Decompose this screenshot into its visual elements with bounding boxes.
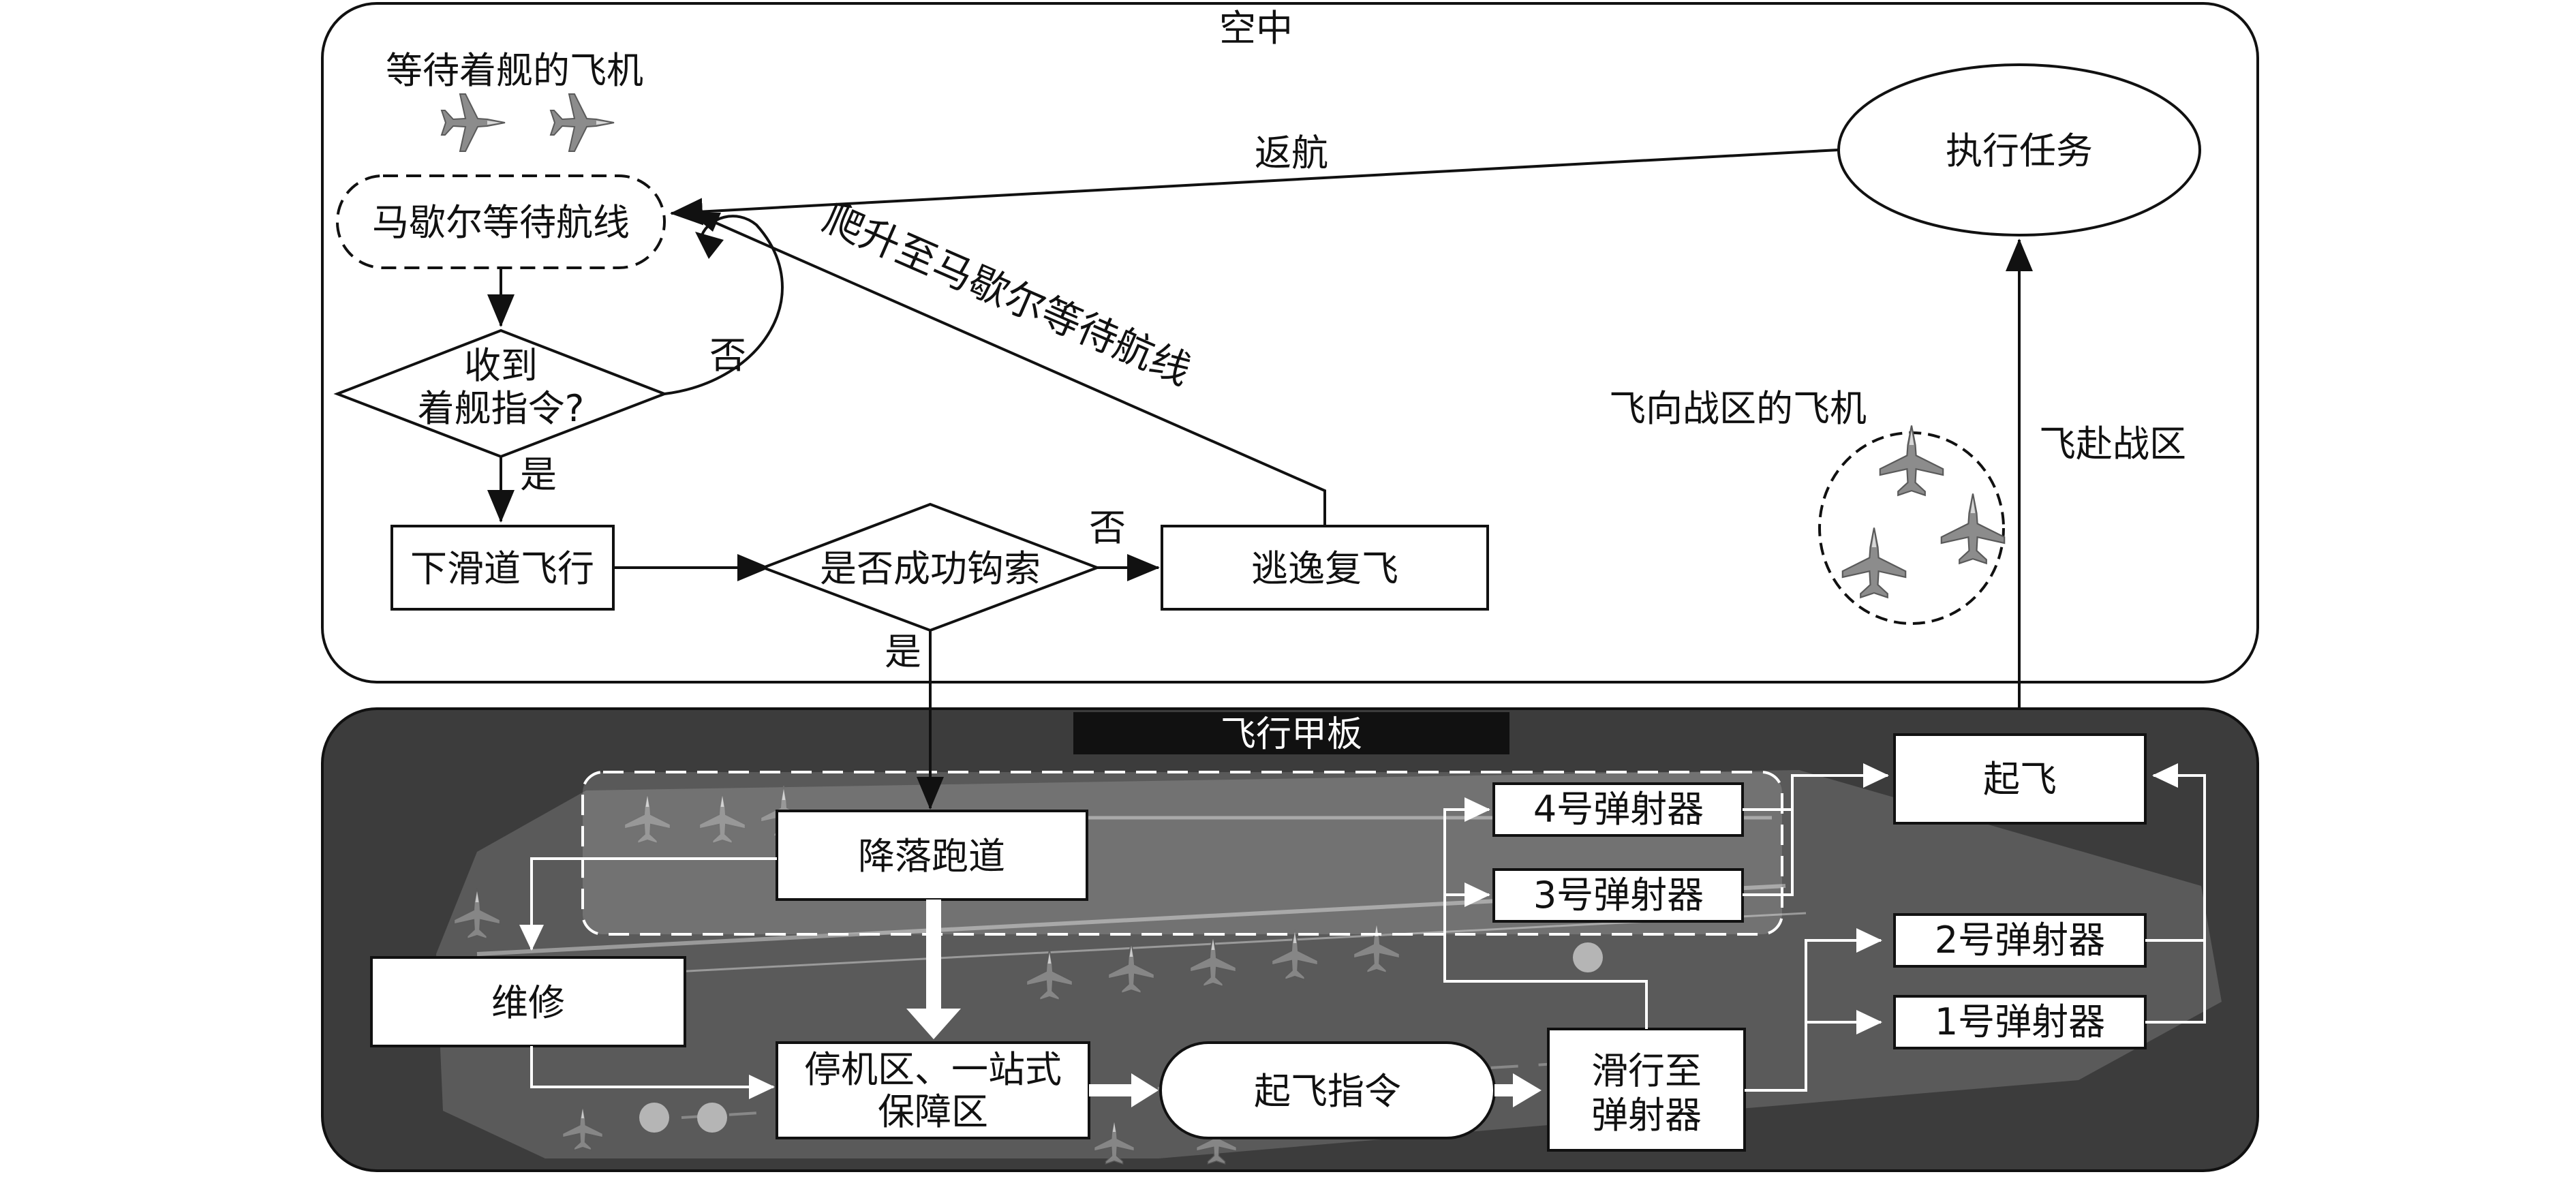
execute-mission-label: 执行任务	[1946, 129, 2093, 172]
parking-label-line1: 停机区、一站式	[804, 1048, 1062, 1091]
arrow-no-loop-head	[695, 232, 724, 259]
landing-runway-node	[776, 810, 1088, 901]
catapult-1-label: 1号弹射器	[1935, 1000, 2105, 1043]
decision-landing-order-line2: 着舰指令?	[418, 387, 585, 430]
takeoff-label: 起飞	[1983, 758, 2057, 801]
glide-path-node	[390, 525, 615, 611]
launch-order-label: 起飞指令	[1254, 1070, 1401, 1113]
catapult-4-node	[1492, 782, 1744, 837]
arrow-return	[670, 149, 1839, 226]
no-label-1: 否	[709, 334, 746, 377]
parking-label-line2: 保障区	[878, 1090, 988, 1133]
yes-label-1: 是	[520, 453, 557, 496]
maintenance-node	[370, 956, 686, 1047]
deck-section-title: 飞行甲板	[1221, 714, 1362, 755]
catapult-1-node	[1893, 995, 2147, 1049]
air-section-title: 空中	[1219, 7, 1293, 50]
arrow-no-loop	[664, 215, 784, 395]
arrow-cat3-to-takeoff	[1743, 810, 1794, 896]
arrow-taxi-to-cat2	[1745, 928, 1882, 1092]
fly-to-zone-label: 飞赴战区	[2039, 423, 2186, 465]
marshal-pattern-label: 马歇尔等待航线	[372, 201, 630, 244]
catapult-2-label: 2号弹射器	[1935, 919, 2105, 962]
arrow-cat1-to-takeoff	[2145, 940, 2206, 1024]
arrow-parking-to-launch-head	[1131, 1073, 1159, 1107]
deck-title-bar	[1073, 712, 1509, 754]
landing-runway-label: 降落跑道	[858, 835, 1005, 878]
waiting-planes-label: 等待着舰的飞机	[386, 49, 643, 92]
parking-node	[776, 1041, 1090, 1139]
catapult-4-label: 4号弹射器	[1533, 788, 1704, 831]
arrow-runway-to-maintenance	[519, 857, 777, 951]
planes-to-zone-label: 飞向战区的飞机	[1609, 387, 1867, 430]
takeoff-node	[1893, 733, 2147, 825]
catapult-2-node	[1893, 913, 2147, 968]
air-section-panel	[321, 2, 2259, 684]
arrow-cat4-to-takeoff	[1743, 763, 1889, 811]
decision-landing-order-line1: 收到	[464, 344, 538, 387]
arrow-launch-to-taxi-head	[1513, 1073, 1542, 1107]
glide-path-label: 下滑道飞行	[410, 547, 594, 590]
catapult-3-label: 3号弹射器	[1533, 874, 1704, 917]
catapult-3-node	[1492, 868, 1744, 923]
arrow-climb-to-marshal	[701, 215, 1326, 526]
taxi-label-line2: 弹射器	[1591, 1094, 1702, 1137]
return-label: 返航	[1255, 132, 1328, 174]
arrow-runway-to-parking-head	[906, 1009, 961, 1039]
yes-label-2: 是	[885, 630, 921, 673]
taxi-label-line1: 滑行至	[1591, 1049, 1702, 1092]
bolter-label: 逃逸复飞	[1251, 547, 1398, 590]
arrow-cat2-to-takeoff	[2145, 763, 2206, 942]
arrow-taxi-to-cat4	[1443, 797, 1648, 1029]
bolter-node	[1161, 525, 1489, 611]
arrow-maintenance-to-parking	[530, 1046, 775, 1099]
no-label-2: 否	[1089, 506, 1126, 549]
decision-hook-label: 是否成功钩索	[820, 547, 1041, 590]
maintenance-label: 维修	[491, 981, 565, 1024]
